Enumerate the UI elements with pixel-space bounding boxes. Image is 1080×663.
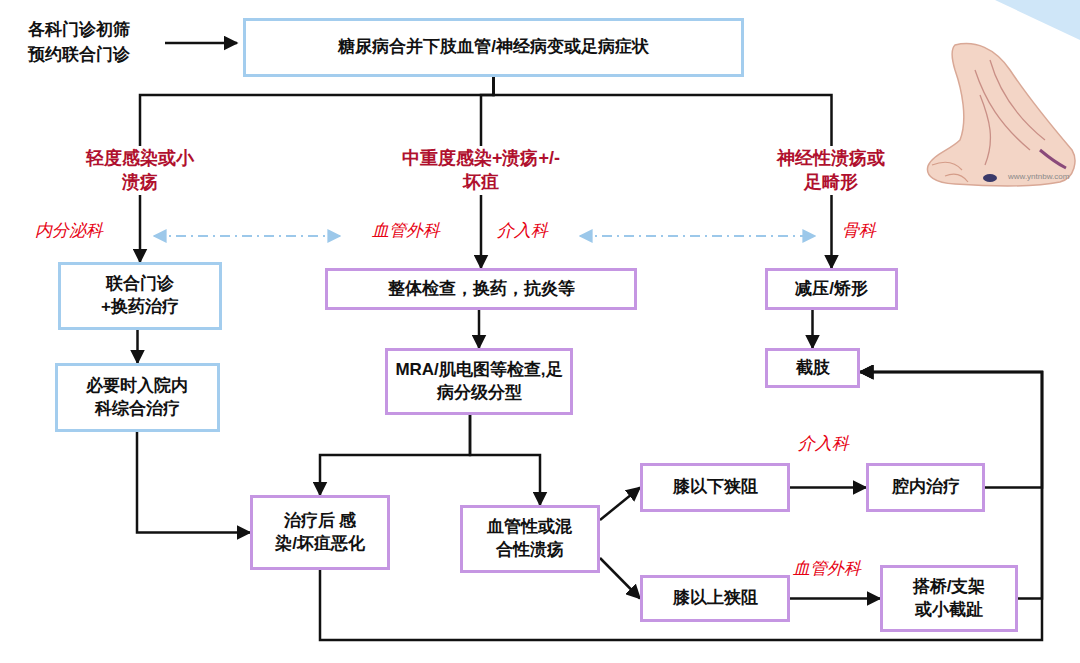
process-box: MRA/肌电图等检查,足病分级分型 [385, 348, 573, 415]
box-text: 糖尿病合并下肢血管/神经病变或足病症状 [338, 36, 649, 59]
flow-arrow [790, 486, 866, 489]
watermark: www.yntnbw.com [1008, 172, 1069, 181]
department-label: 介入科 [497, 219, 548, 242]
flow-arrow [600, 558, 640, 599]
department-label: 骨科 [842, 219, 876, 242]
process-box: 膝以下狭阻 [640, 463, 790, 512]
flow-arrow [470, 415, 540, 505]
process-box: 必要时入院内科综合治疗 [55, 363, 220, 432]
department-label: 血管外科 [793, 557, 861, 580]
box-text: 截肢 [796, 357, 830, 380]
process-box: 搭桥/支架或小截趾 [880, 565, 1018, 632]
box-text: 腔内治疗 [892, 476, 960, 499]
process-box: 截肢 [765, 348, 860, 388]
box-text: 膝以下狭阻 [673, 476, 758, 499]
box-text: 整体检查，换药，抗炎等 [388, 278, 575, 301]
box-text: 搭桥/支架或小截趾 [908, 576, 990, 622]
process-box: 膝以上狭阻 [640, 575, 790, 622]
department-label: 血管外科 [372, 219, 440, 242]
process-box: 减压/矫形 [765, 268, 898, 310]
process-box: 治疗后 感染/坏疽恶化 [250, 495, 390, 570]
category-label: 神经性溃疡或足畸形 [771, 146, 892, 195]
process-box: 糖尿病合并下肢血管/神经病变或足病症状 [243, 18, 744, 77]
box-text: 联合门诊+换药治疗 [93, 273, 187, 319]
box-text: 必要时入院内科综合治疗 [85, 375, 190, 421]
box-text: 减压/矫形 [795, 278, 868, 301]
box-text: 膝以上狭阻 [673, 587, 758, 610]
box-text: 血管性或混合性溃疡 [486, 516, 574, 562]
cooperation-arrow [154, 235, 340, 237]
process-box: 血管性或混合性溃疡 [460, 505, 600, 573]
cooperation-arrow [580, 235, 815, 237]
flow-arrow [600, 488, 640, 521]
foot-illustration [927, 44, 1074, 186]
flow-arrow [811, 310, 814, 348]
flow-arrow [320, 415, 470, 495]
flow-arrow [790, 597, 880, 600]
flow-arrow [478, 310, 481, 348]
entry-note: 各科门诊初筛 预约联合门诊 [28, 18, 140, 67]
category-label: 轻度感染或小溃疡 [80, 146, 201, 195]
process-box: 整体检查，换药，抗炎等 [325, 268, 637, 310]
flow-arrow [136, 330, 139, 363]
flow-arrow [137, 432, 250, 533]
box-text: 治疗后 感染/坏疽恶化 [273, 510, 367, 556]
category-label: 中重度感染+溃疡+/-坏疽 [394, 146, 569, 195]
department-label: 内分泌科 [35, 219, 103, 242]
lead-arrow [165, 42, 237, 45]
process-box: 联合门诊+换药治疗 [58, 262, 222, 330]
corner-triangle [995, 0, 1080, 40]
department-label: 介入科 [798, 432, 849, 455]
process-box: 腔内治疗 [866, 463, 985, 512]
box-text: MRA/肌电图等检查,足病分级分型 [394, 359, 564, 405]
